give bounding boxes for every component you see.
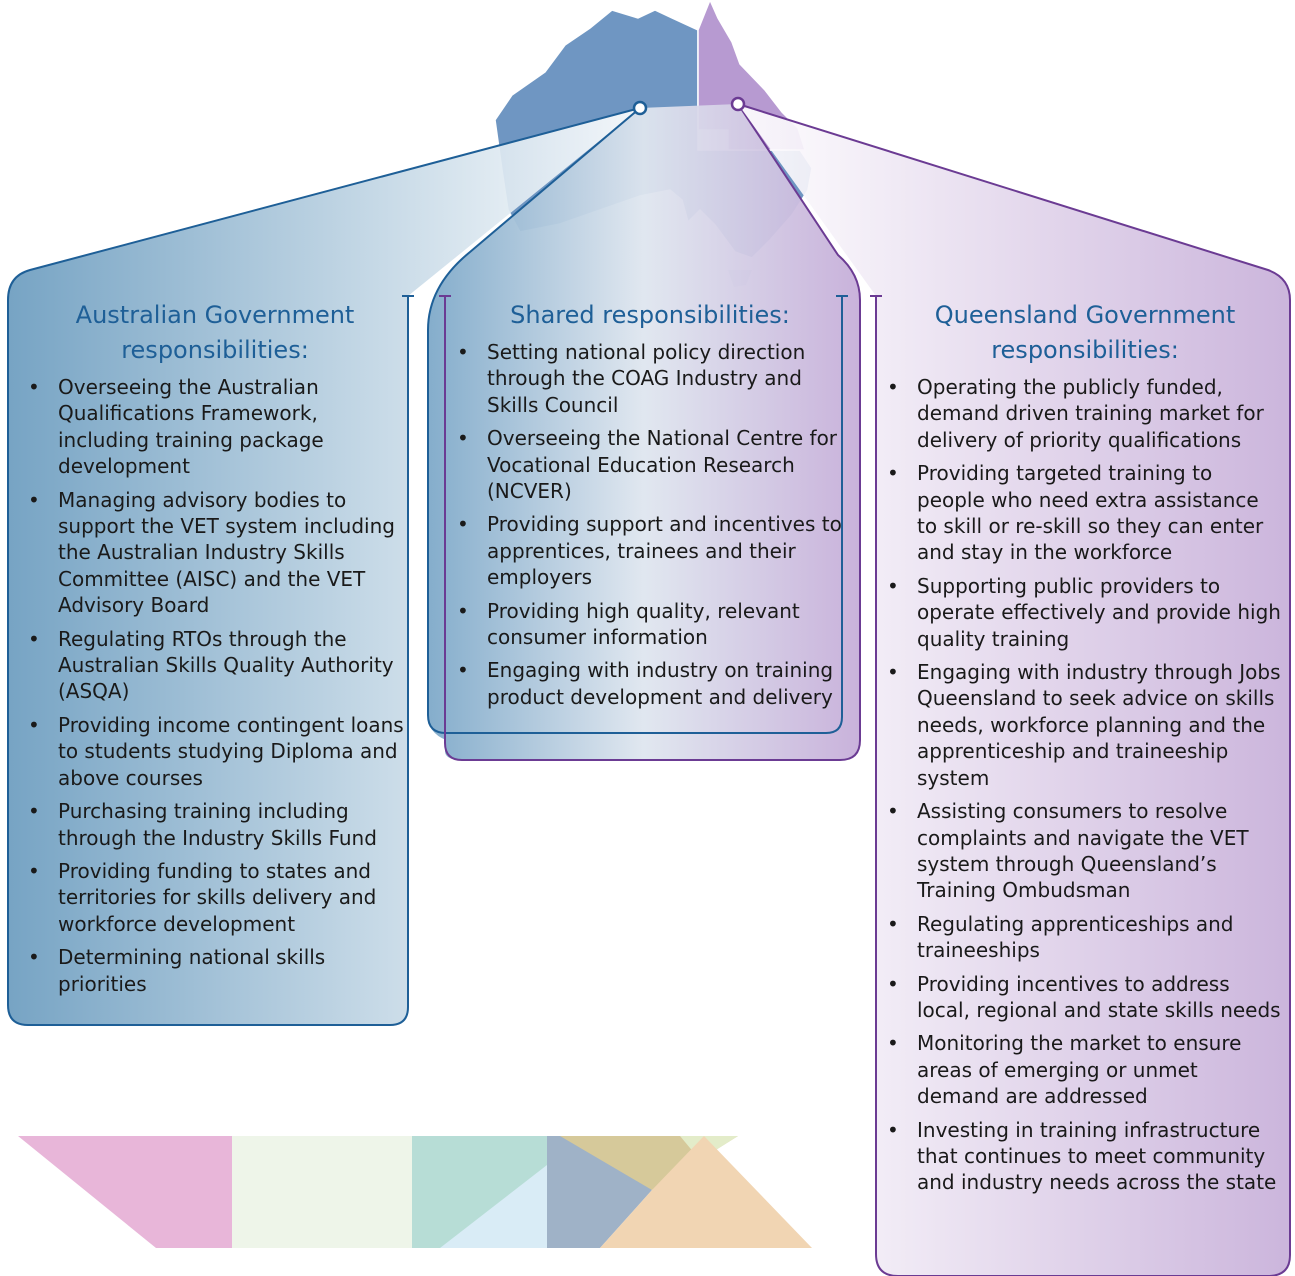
australian-government-panel: Australian Government responsibilities: … — [26, 298, 404, 1004]
list-item: Overseeing the Australian Qualifications… — [26, 374, 404, 480]
peach-triangle-block — [600, 1136, 812, 1248]
list-item: Regulating apprenticeships and traineesh… — [885, 911, 1285, 964]
shared-responsibilities-panel: Shared responsibilities: Setting nationa… — [455, 298, 845, 717]
list-item: Providing incentives to address local, r… — [885, 971, 1285, 1024]
pale-green-block — [232, 1136, 412, 1248]
decorative-colour-blocks — [18, 1136, 812, 1248]
australian-government-list: Overseeing the Australian Qualifications… — [26, 374, 404, 997]
list-item: Setting national policy direction throug… — [455, 339, 845, 418]
list-item: Providing support and incentives to appr… — [455, 511, 845, 590]
list-item: Assisting consumers to resolve complaint… — [885, 798, 1285, 904]
australian-government-title: Australian Government responsibilities: — [75, 301, 355, 364]
light-blue-triangle-block — [440, 1165, 547, 1248]
shared-title: Shared responsibilities: — [510, 301, 790, 329]
list-item: Regulating RTOs through the Australian S… — [26, 626, 404, 705]
list-item: Purchasing training including through th… — [26, 798, 404, 851]
pink-triangle-block — [18, 1136, 232, 1248]
queensland-government-title: Queensland Government responsibilities: — [934, 301, 1236, 364]
shared-panel-frame-queensland — [444, 103, 861, 761]
list-item: Operating the publicly funded, demand dr… — [885, 374, 1285, 453]
shared-panel-frame-federal — [427, 107, 843, 734]
list-item: Providing high quality, relevant consume… — [455, 598, 845, 651]
queensland-government-list: Operating the publicly funded, demand dr… — [885, 374, 1285, 1196]
list-item: Providing targeted training to people wh… — [885, 460, 1285, 566]
queensland-location-marker — [730, 96, 746, 112]
list-item: Supporting public providers to operate e… — [885, 573, 1285, 652]
list-item: Monitoring the market to ensure areas of… — [885, 1030, 1285, 1109]
list-item: Managing advisory bodies to support the … — [26, 487, 404, 619]
shared-list: Setting national policy direction throug… — [455, 339, 845, 710]
list-item: Providing income contingent loans to stu… — [26, 712, 404, 791]
list-item: Providing funding to states and territor… — [26, 858, 404, 937]
queensland-government-panel: Queensland Government responsibilities: … — [885, 298, 1285, 1203]
list-item: Determining national skills priorities — [26, 944, 404, 997]
list-item: Engaging with industry through Jobs Quee… — [885, 659, 1285, 791]
list-item: Investing in training infrastructure tha… — [885, 1117, 1285, 1196]
list-item: Overseeing the National Centre for Vocat… — [455, 425, 845, 504]
list-item: Engaging with industry on training produ… — [455, 657, 845, 710]
federal-location-marker — [632, 100, 648, 116]
